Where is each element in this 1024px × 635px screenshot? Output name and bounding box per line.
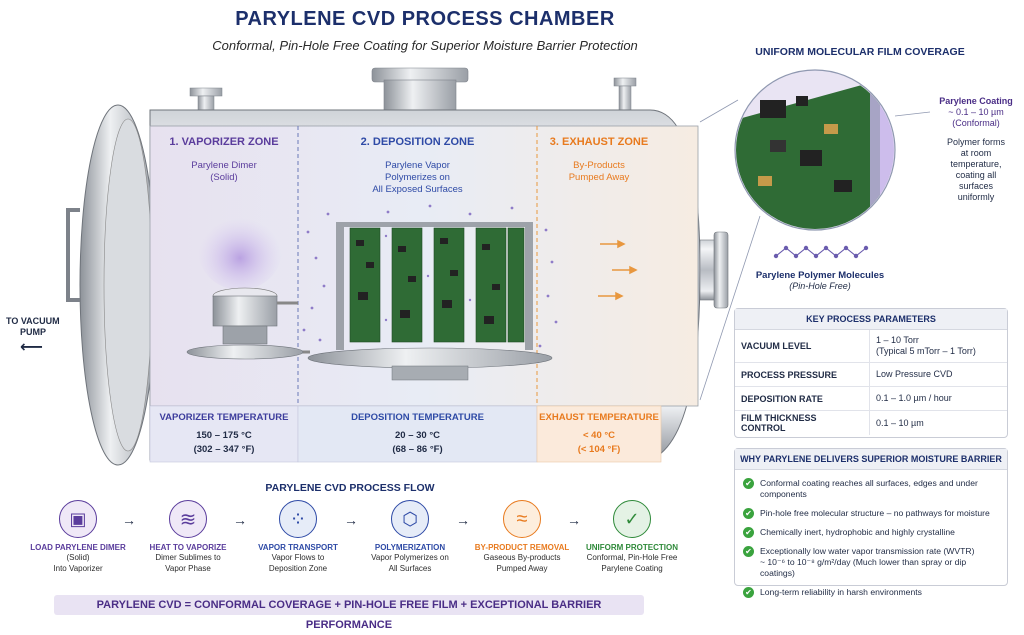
right-valve <box>613 77 637 87</box>
vaporizer-temp-panel <box>149 405 299 463</box>
benefit-item: ✔Chemically inert, hydrophobic and highl… <box>743 527 1001 538</box>
flow-step-protection: ✓ UNIFORM PROTECTION Conformal, Pin-Hole… <box>582 500 682 574</box>
check-icon: ✔ <box>743 546 754 557</box>
deposition-zone-label: 2. DEPOSITION ZONE Parylene Vapor Polyme… <box>298 136 537 196</box>
vapor-cloud <box>198 210 282 290</box>
parameter-row: FILM THICKNESS CONTROL 0.1 – 10 µm <box>735 411 1007 435</box>
chamber-illustration <box>66 67 931 466</box>
parameter-row: DEPOSITION RATE 0.1 – 1.0 µm / hour <box>735 387 1007 411</box>
page-subtitle: Conformal, Pin-Hole Free Coating for Sup… <box>212 38 638 53</box>
container-icon: ▣ <box>59 500 97 538</box>
polymer-chain <box>775 247 867 257</box>
process-parameters-panel: KEY PROCESS PARAMETERS VACUUM LEVEL 1 – … <box>734 308 1008 438</box>
exhaust-waves-icon: ≈ <box>503 500 541 538</box>
rack-post-right <box>525 222 533 350</box>
zone-title: 3. EXHAUST ZONE <box>549 136 649 148</box>
benefit-item: ✔Pin-hole free molecular structure – no … <box>743 508 1001 519</box>
vaporizer-unit <box>212 295 278 327</box>
molecule-icon: ⬡ <box>391 500 429 538</box>
why-parylene-panel: WHY PARYLENE DELIVERS SUPERIOR MOISTURE … <box>734 448 1008 598</box>
deposition-temperature: DEPOSITION TEMPERATURE 20 – 30 °C (68 – … <box>351 412 484 455</box>
particles-icon: ⁘ <box>279 500 317 538</box>
arrow-right-icon: → <box>456 512 470 528</box>
pcb-boards <box>349 227 525 343</box>
arrow-right-icon: → <box>122 512 136 528</box>
vaporizer-temperature: VAPORIZER TEMPERATURE 150 – 175 °C (302 … <box>159 412 289 455</box>
heat-waves-icon: ≋ <box>169 500 207 538</box>
exhaust-arrows <box>598 239 638 301</box>
check-icon: ✔ <box>743 587 754 598</box>
flow-step-load: ▣ LOAD PARYLENE DIMER (Solid) Into Vapor… <box>28 500 128 574</box>
arrow-right-icon: → <box>344 512 358 528</box>
polymer-molecules-label: Parylene Polymer Molecules (Pin-Hole Fre… <box>755 270 885 291</box>
coating-description: Polymer forms at room temperature, coati… <box>946 137 1005 202</box>
check-icon: ✔ <box>743 478 754 489</box>
zone-title: 2. DEPOSITION ZONE <box>360 136 475 148</box>
check-icon: ✔ <box>743 508 754 519</box>
top-port <box>383 79 457 111</box>
benefit-item: ✔Long-term reliability in harsh environm… <box>743 587 1001 598</box>
flow-step-polymerization: ⬡ POLYMERIZATION Vapor Polymerizes on Al… <box>360 500 460 574</box>
parameters-title: KEY PROCESS PARAMETERS <box>735 309 1007 330</box>
arrow-left-icon: ⟵ <box>20 339 43 356</box>
vacuum-pump-label: TO VACUUM PUMP ⟵ <box>6 316 76 356</box>
coating-label: Parylene Coating ~ 0.1 – 10 µm (Conforma… <box>928 96 1024 203</box>
vapor-particles <box>302 204 558 348</box>
exhaust-temp-panel <box>536 405 662 463</box>
exhaust-zone-label: 3. EXHAUST ZONE By-Products Pumped Away <box>537 136 661 184</box>
flow-step-removal: ≈ BY-PRODUCT REMOVAL Gaseous By-products… <box>472 500 572 574</box>
page-title: PARYLENE CVD PROCESS CHAMBER <box>235 8 615 30</box>
rack-platform <box>307 347 553 369</box>
flow-step-transport: ⁘ VAPOR TRANSPORT Vapor Flows to Deposit… <box>248 500 348 574</box>
process-flow-title: PARYLENE CVD PROCESS FLOW <box>265 482 435 494</box>
check-icon: ✔ <box>743 527 754 538</box>
left-valve <box>189 87 223 97</box>
door-handle <box>66 208 80 302</box>
arrow-right-icon: → <box>567 512 581 528</box>
coverage-title: UNIFORM MOLECULAR FILM COVERAGE <box>755 46 965 58</box>
parameter-row: PROCESS PRESSURE Low Pressure CVD <box>735 363 1007 387</box>
flow-step-heat: ≋ HEAT TO VAPORIZE Dimer Sublimes to Vap… <box>138 500 238 574</box>
vaporizer-zone-label: 1. VAPORIZER ZONE Parylene Dimer (Solid) <box>150 136 298 184</box>
summary-banner: PARYLENE CVD = CONFORMAL COVERAGE + PIN-… <box>54 595 644 631</box>
exhaust-temperature: EXHAUST TEMPERATURE < 40 °C (< 104 °F) <box>539 412 659 455</box>
arrow-right-icon: → <box>233 512 247 528</box>
benefit-item: ✔Conformal coating reaches all surfaces,… <box>743 478 1001 500</box>
deposition-temp-panel <box>297 405 538 463</box>
benefit-item: ✔Exceptionally low water vapor transmiss… <box>743 546 1001 579</box>
parameter-row: VACUUM LEVEL 1 – 10 Torr(Typical 5 mTorr… <box>735 330 1007 363</box>
why-title: WHY PARYLENE DELIVERS SUPERIOR MOISTURE … <box>735 449 1007 470</box>
rack-post-left <box>336 222 344 350</box>
shield-check-icon: ✓ <box>613 500 651 538</box>
zone-title: 1. VAPORIZER ZONE <box>169 136 279 148</box>
